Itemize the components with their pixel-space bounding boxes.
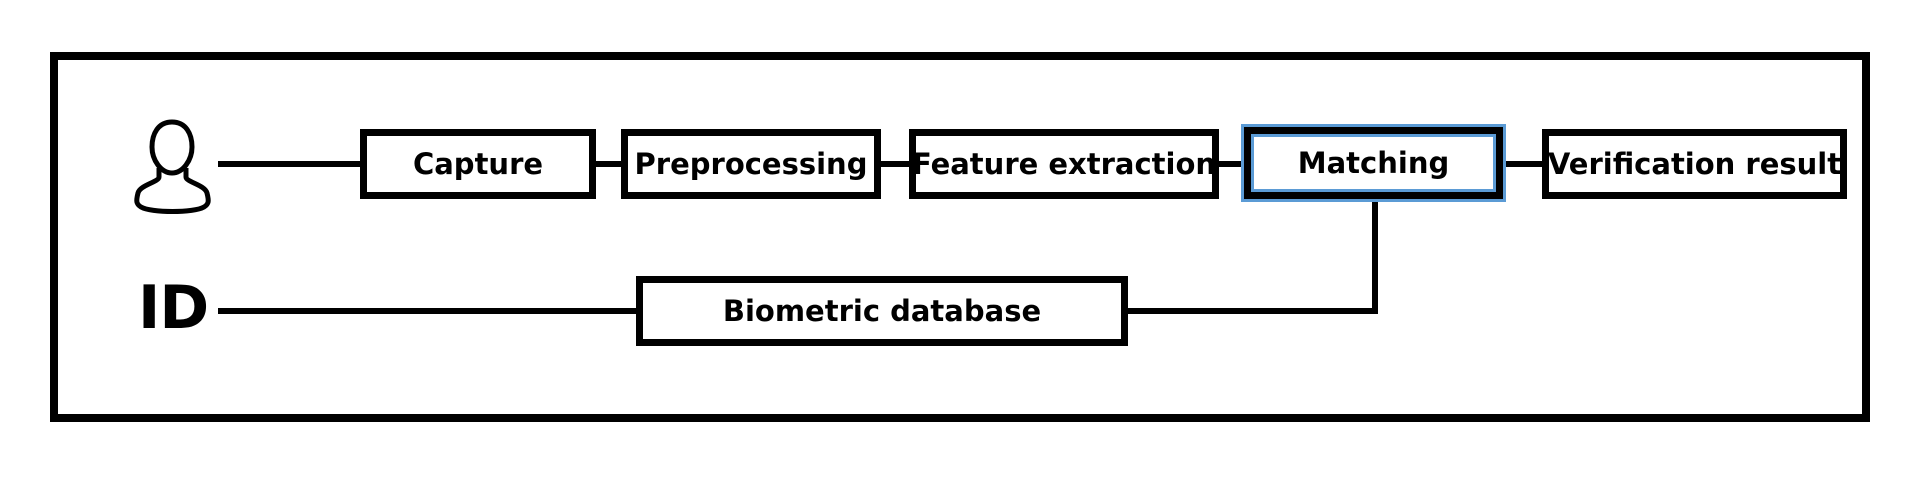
- preprocessing-label: Preprocessing: [634, 147, 868, 181]
- biometric-database-box: Biometric database: [636, 276, 1128, 346]
- verification-result-box: Verification result: [1542, 129, 1847, 199]
- connector-id-to-database: [218, 308, 638, 314]
- matching-label: Matching: [1297, 146, 1450, 180]
- connector-preprocessing-to-feature-extraction: [878, 161, 911, 167]
- matching-box: Matching: [1244, 127, 1503, 199]
- connector-user-to-capture: [218, 161, 362, 167]
- connector-capture-to-preprocessing: [593, 161, 623, 167]
- preprocessing-box: Preprocessing: [621, 129, 881, 199]
- capture-label: Capture: [412, 147, 544, 181]
- connector-matching-to-verification-result: [1503, 161, 1544, 167]
- connector-database-to-matching: [1126, 308, 1378, 314]
- connector-feature-extraction-to-matching: [1216, 161, 1244, 167]
- feature-extraction-box: Feature extraction: [909, 129, 1219, 199]
- feature-extraction-label: Feature extraction: [911, 147, 1217, 181]
- capture-box: Capture: [360, 129, 596, 199]
- user-icon: [134, 119, 211, 214]
- diagram-frame: [50, 52, 1870, 422]
- biometric-database-label: Biometric database: [722, 294, 1042, 328]
- connector-matching-vertical: [1372, 194, 1378, 314]
- verification-result-label: Verification result: [1547, 147, 1842, 181]
- id-label: ID: [138, 273, 209, 343]
